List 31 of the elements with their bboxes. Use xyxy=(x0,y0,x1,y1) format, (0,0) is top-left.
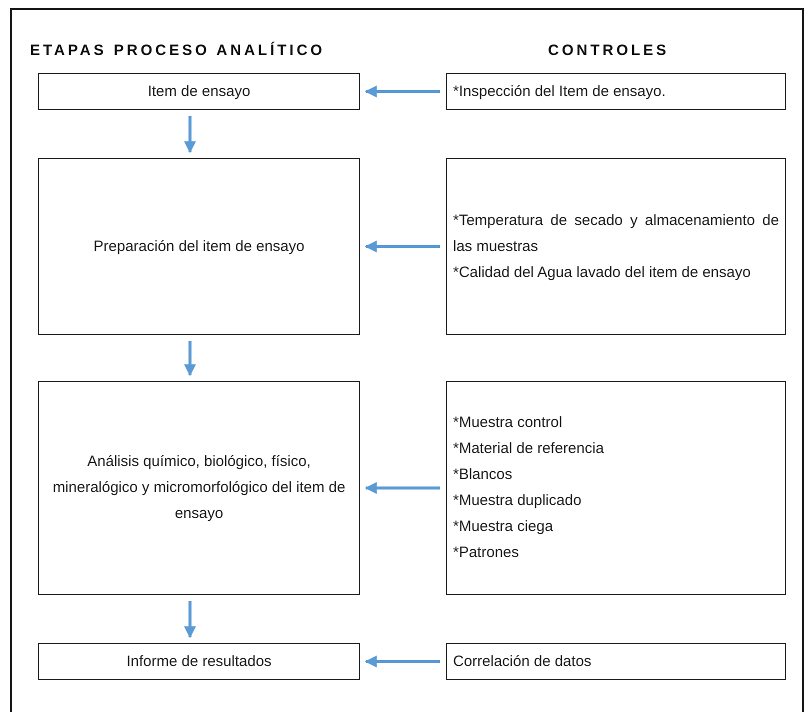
arrow xyxy=(184,601,196,638)
control-text: *Calidad del Agua lavado del item de ensayo xyxy=(453,262,752,282)
arrow xyxy=(184,116,196,154)
column-heading: CONTROLES xyxy=(548,42,670,59)
process-box xyxy=(446,73,786,110)
arrow xyxy=(364,482,440,494)
process-box xyxy=(446,643,786,680)
process-box xyxy=(446,381,786,595)
control-text: Correlación de datos xyxy=(453,652,592,672)
control-text: *Muestra ciega xyxy=(453,517,554,537)
stage-text: Preparación del item de ensayo xyxy=(94,236,304,256)
control-text: *Inspección del Item de ensayo. xyxy=(453,82,667,102)
process-box xyxy=(38,73,360,110)
control-text: *Material de referencia xyxy=(453,439,605,459)
process-box xyxy=(38,158,360,335)
control-text: *Temperatura de secado y almacenamiento de las muestras xyxy=(453,210,779,256)
stage-text: Informe de resultados xyxy=(126,652,272,672)
process-box xyxy=(38,381,360,595)
control-text: *Muestra control xyxy=(453,413,564,433)
arrow xyxy=(184,341,196,376)
arrow xyxy=(364,656,440,668)
arrow xyxy=(364,86,440,98)
process-box xyxy=(38,643,360,680)
process-box xyxy=(446,158,786,335)
arrow xyxy=(364,240,440,252)
stage-text: Item de ensayo xyxy=(148,82,250,102)
column-heading: ETAPAS PROCESO ANALÍTICO xyxy=(30,42,326,59)
control-text: *Blancos xyxy=(453,465,514,485)
control-text: *Patrones xyxy=(453,543,520,563)
stage-text: Análisis químico, biológico, físico, mineralógico y micromorfológico del item de ensayo xyxy=(52,452,346,524)
control-text: *Muestra duplicado xyxy=(453,491,582,511)
